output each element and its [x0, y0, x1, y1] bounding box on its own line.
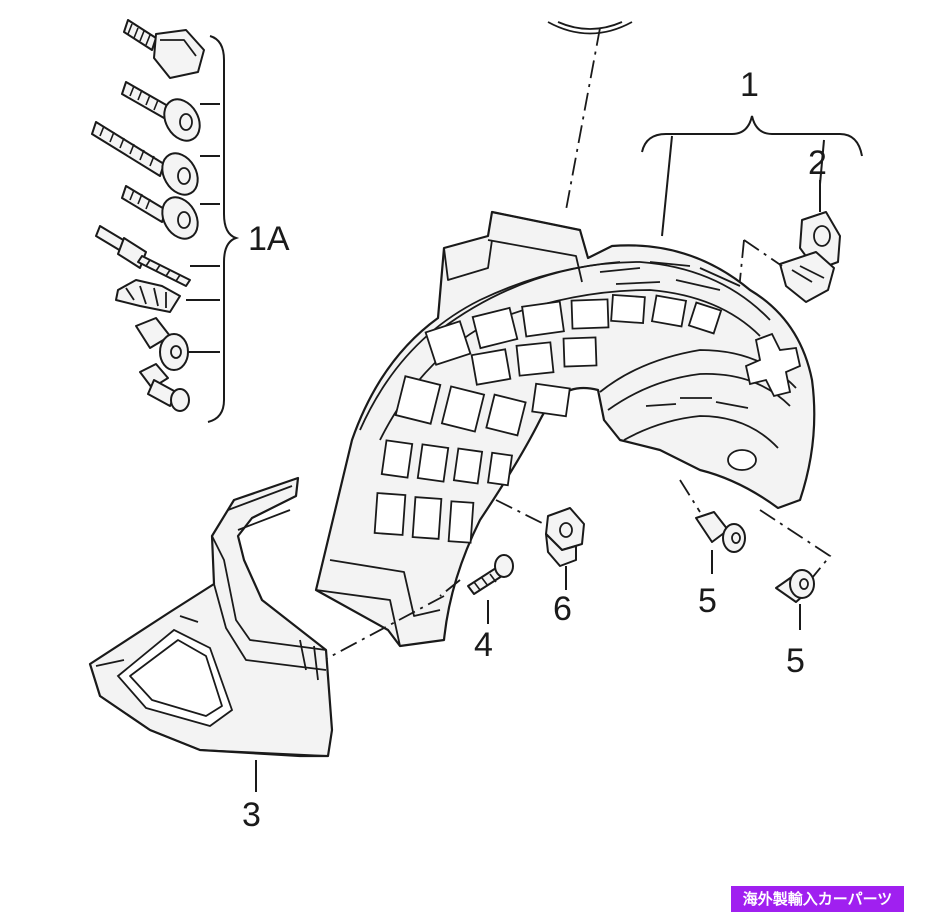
label-5b: 5 [786, 642, 805, 680]
short-bolt-icon [121, 185, 199, 240]
flange-bolt-icon [121, 81, 201, 142]
spring-clip-icon [115, 279, 181, 313]
tire-outline [547, 21, 633, 35]
label-5a: 5 [698, 582, 717, 620]
expansion-rivet-icon [139, 363, 190, 412]
label-6: 6 [553, 590, 572, 628]
hex-flange-bolt-icon [123, 19, 205, 79]
assembly-line-tire [565, 27, 601, 211]
label-3: 3 [242, 796, 261, 834]
push-clip-part-5b [775, 569, 815, 603]
screw-part-4 [467, 554, 514, 595]
label-1: 1 [740, 66, 759, 104]
lower-splash-shield-part-3 [88, 476, 334, 758]
wheel-arch-liner [314, 210, 816, 648]
push-clip-part-5a [695, 511, 746, 553]
bracket-1 [641, 115, 863, 157]
watermark-banner: 海外製輸入カーパーツ [731, 886, 904, 912]
label-1a: 1A [248, 220, 290, 258]
label-4: 4 [474, 626, 493, 664]
bracket-1a [207, 35, 240, 423]
label-2: 2 [808, 144, 827, 182]
push-rivet-icon [135, 317, 189, 371]
long-bolt-icon [91, 121, 199, 196]
clip-nut-part-2 [779, 211, 841, 303]
blind-rivet-icon [95, 225, 191, 287]
clip-nut-part-6 [545, 507, 585, 567]
fastener-set-1a [91, 19, 240, 423]
